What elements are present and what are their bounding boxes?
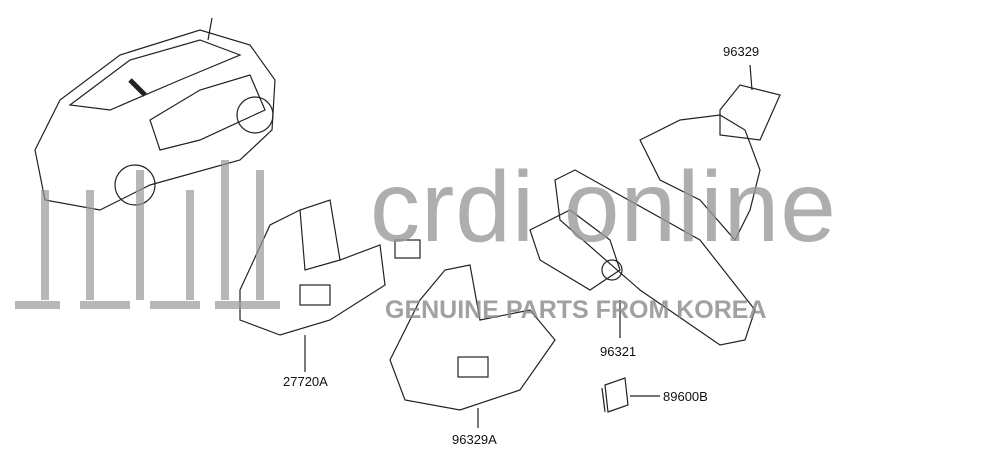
part-96329 [639,64,781,242]
label-27720a: 27720A [283,374,328,389]
watermark-logo [15,160,280,309]
label-96329: 96329 [723,44,760,59]
watermark-main: crdi online [370,151,837,263]
part-27720a [239,199,421,372]
car-illustration [34,17,276,211]
part-96329a [389,264,556,428]
label-89600b: 89600B [663,389,708,404]
label-96329a: 96329A [452,432,497,447]
watermark-sub: GENUINE PARTS FROM KOREA [385,296,767,324]
label-96321: 96321 [600,344,637,359]
part-96321 [529,169,756,346]
part-89600b [601,377,660,413]
